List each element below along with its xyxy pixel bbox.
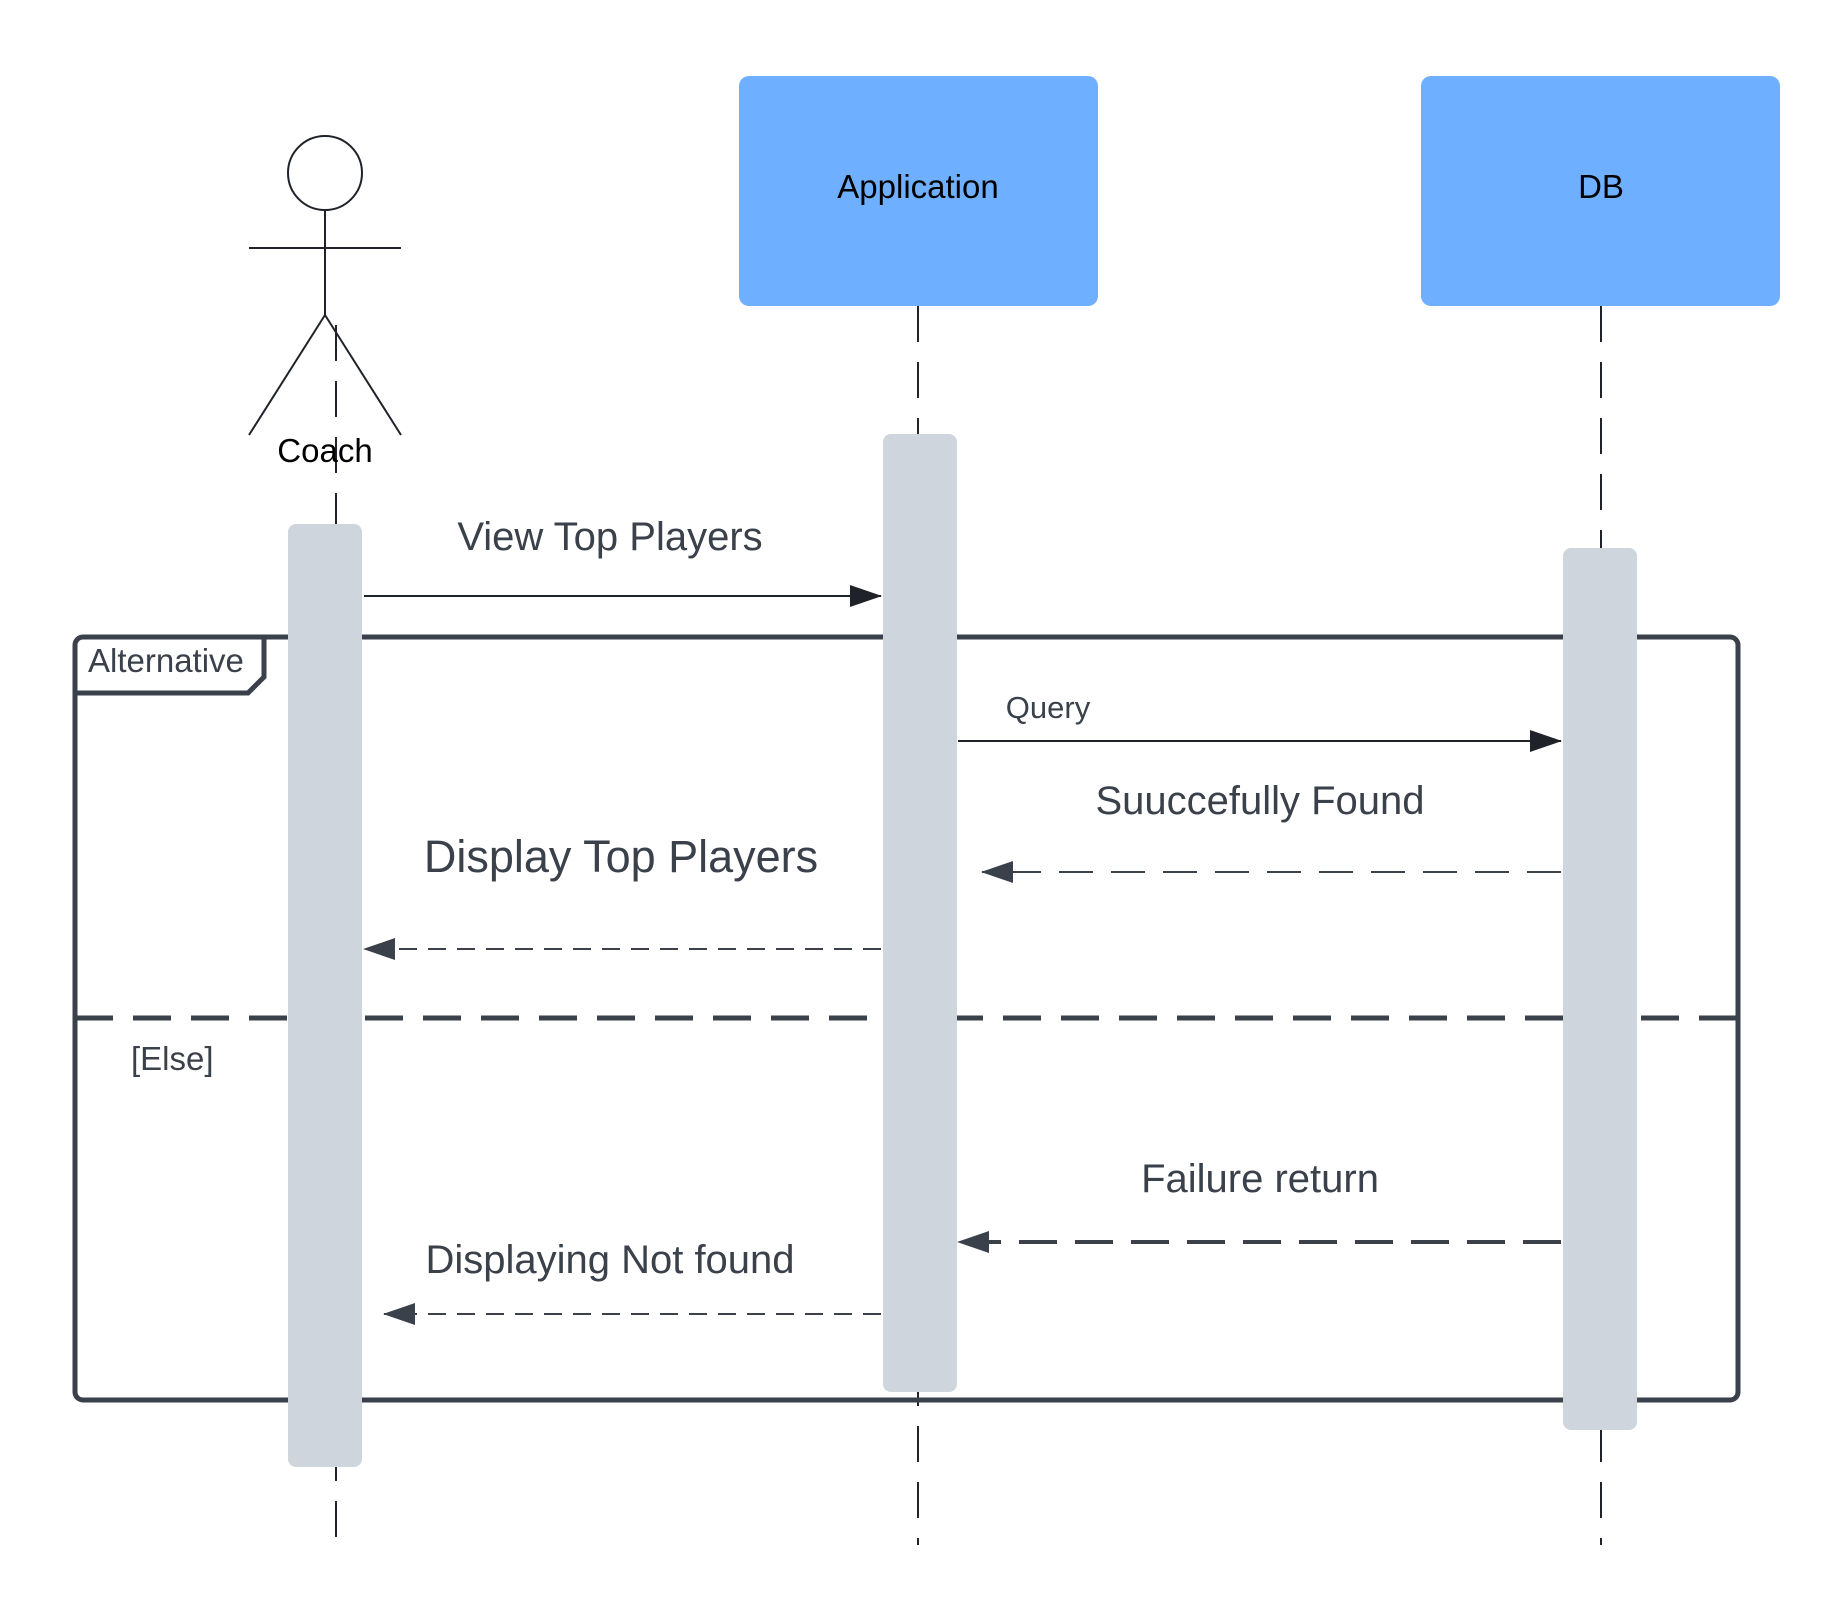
db-activation-bar (1563, 548, 1637, 1430)
display-top-players-label: Display Top Players (424, 831, 818, 882)
coach-label: Coach (277, 432, 372, 469)
failure-return-label: Failure return (1141, 1157, 1379, 1201)
displaying-not-found-label: Displaying Not found (425, 1238, 794, 1282)
coach-activation-bar (288, 524, 362, 1467)
application-activation-bar (883, 434, 957, 1392)
application-box (739, 76, 1098, 306)
db-box (1421, 76, 1780, 306)
succefully-found-label: Suuccefully Found (1095, 779, 1424, 823)
alt-frame-label: Alternative (88, 642, 244, 679)
db-label: DB (1578, 168, 1624, 205)
alt-frame-tab (75, 637, 267, 696)
application-label: Application (837, 168, 998, 205)
query-label: Query (1006, 690, 1091, 725)
actor-left-leg (248, 314, 326, 436)
application-participant[interactable]: Application (739, 76, 1098, 306)
view-top-players-label: View Top Players (457, 515, 762, 559)
else-guard-label: [Else] (131, 1040, 214, 1077)
db-participant[interactable]: DB (1421, 76, 1780, 306)
coach-actor[interactable] (248, 135, 402, 436)
actor-head (287, 135, 363, 211)
actor-right-leg (324, 314, 402, 436)
